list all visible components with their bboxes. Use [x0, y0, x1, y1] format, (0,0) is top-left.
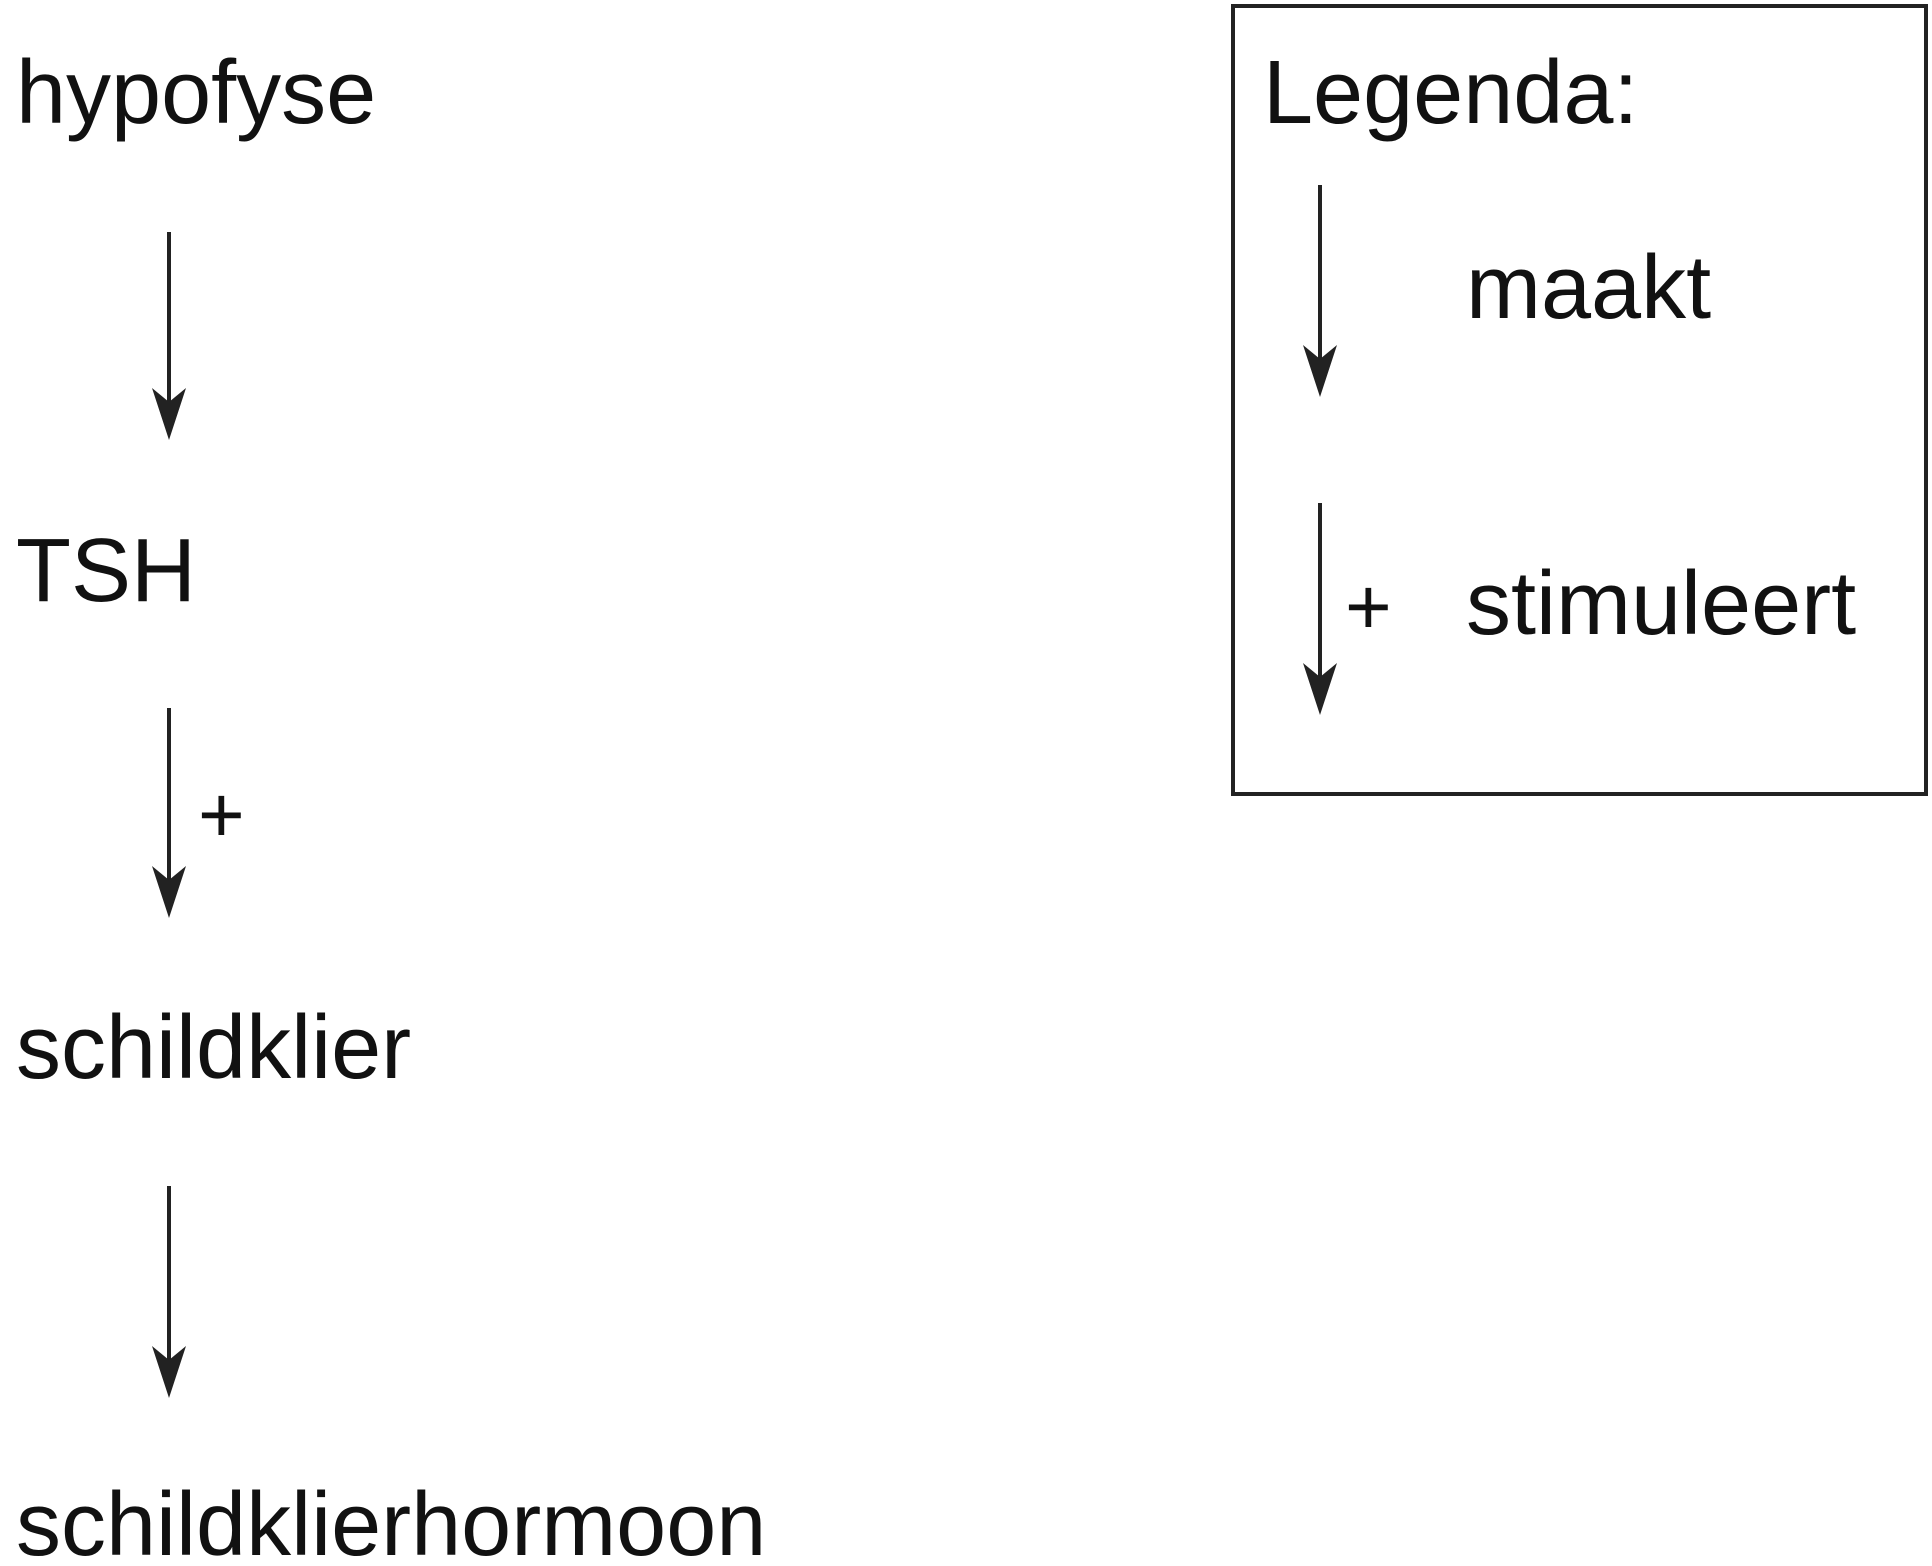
legend-label-maakt: maakt [1466, 238, 1711, 338]
legend-arrow-stimuleert [1303, 503, 1337, 715]
arrow-tsh-schildklier [152, 708, 186, 918]
legend-box: Legenda: maakt + stimuleert [1231, 4, 1928, 796]
legend-title: Legenda: [1263, 43, 1638, 143]
node-schildklier: schildklier [16, 998, 411, 1098]
legend-label-stimuleert: stimuleert [1466, 554, 1856, 654]
node-tsh: TSH [16, 521, 196, 621]
legend-arrow-maakt [1303, 185, 1337, 397]
node-schildklierhormoon: schildklierhormoon [16, 1475, 766, 1566]
plus-sign: + [198, 770, 245, 859]
legend-plus-sign: + [1345, 562, 1392, 651]
arrow-hypofyse-tsh [152, 232, 186, 440]
arrow-schildklier-hormoon [152, 1186, 186, 1398]
node-hypofyse: hypofyse [16, 43, 376, 143]
